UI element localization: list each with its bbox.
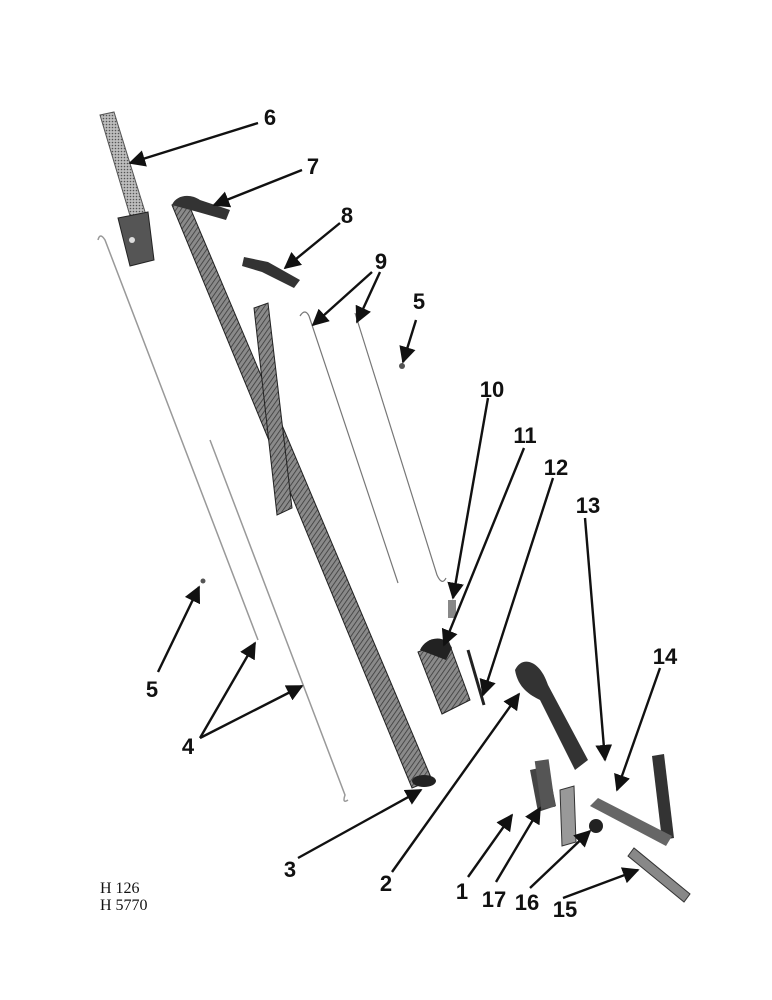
part-5-pins [200,363,405,584]
part-11-latch-housing [417,600,471,715]
callout-7: 7 [306,154,320,179]
callout-15: 15 [552,897,578,922]
callout-4: 4 [181,734,195,759]
callout-17: 17 [481,887,507,912]
callout-5-upper: 5 [412,289,426,314]
callout-16: 16 [514,890,540,915]
part-17-shaft [534,759,556,809]
reference-line-1: H 126 [100,880,140,897]
inner-tube [253,302,293,516]
callout-11: 11 [513,423,537,448]
part-6-threaded-rod [99,111,147,220]
part-16-washer [589,819,603,833]
callout-5-lower: 5 [145,677,159,702]
callout-2: 2 [379,871,393,896]
callout-3: 3 [283,857,297,882]
callout-8: 8 [340,203,354,228]
callout-6: 6 [263,105,277,130]
callout-1: 1 [455,879,469,904]
drawing-reference: H 126 H 5770 [100,880,148,915]
part-14-handle [590,754,674,846]
callout-12: 12 [543,455,569,480]
part-12-short-rod [466,649,486,706]
part-2-bracket-assembly [515,661,588,847]
upper-bracket [117,211,155,267]
callout-13: 13 [575,493,601,518]
leader-lines [128,121,662,900]
part-4-rods [97,235,349,802]
callout-9: 9 [374,249,388,274]
part-8-spring-clip [242,257,300,288]
reference-line-2: H 5770 [100,896,148,914]
part-7-main-tube [171,195,436,789]
part-15-bolt [627,847,691,903]
part-9-cables [299,311,447,584]
callout-10: 10 [479,377,505,402]
callout-14: 14 [652,644,678,669]
